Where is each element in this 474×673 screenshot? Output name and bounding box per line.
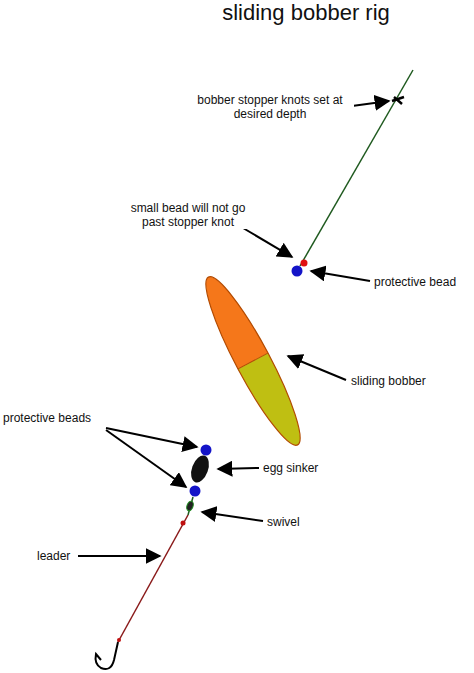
stopper-knot [392,97,404,104]
leader-arrow [106,428,197,447]
part-label: egg sinker [262,461,319,475]
part-label: protective beads [2,411,92,425]
diagram-title: sliding bobber rig [150,0,462,26]
leader-arrow [78,555,160,557]
part-label: leader [36,549,71,563]
hook [96,642,118,669]
leader-arrow [352,101,389,106]
leader-arrow [311,271,370,281]
leader-arrow [288,356,346,380]
egg-sinker [188,453,213,485]
swivel [185,500,194,511]
leader-line [118,515,188,642]
protective-bead [201,445,212,456]
leader-arrow [106,430,186,487]
part-label: sliding bobber [350,374,427,388]
protective-bead [190,486,201,497]
leader-arrow [202,512,263,521]
part-label: protective bead [373,275,457,289]
part-label: small bead will not go past stopper knot [118,201,258,229]
protective-bead [292,266,303,277]
small-bead [301,260,308,267]
leader-arrow [243,228,292,257]
part-label: bobber stopper knots set at desired dept… [186,93,354,121]
leader-arrow [218,468,259,469]
part-label: swivel [266,515,301,529]
